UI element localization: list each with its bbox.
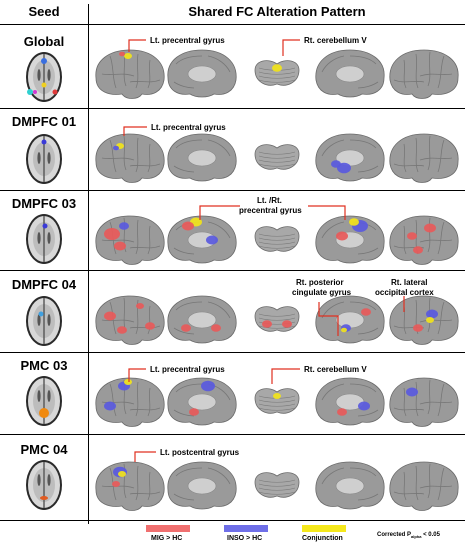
- seed-slice-pmc03: [26, 376, 62, 426]
- seed-slice-global: [26, 52, 62, 102]
- brain-row-dmpfc04: [95, 295, 459, 345]
- region-label: Rt. posterior: [296, 278, 344, 287]
- seed-label: DMPFC 03: [11, 196, 77, 211]
- legend: MIG > HC INSO > HC Conjunction: [0, 525, 465, 543]
- row-divider: [0, 520, 465, 521]
- column-divider: [88, 4, 89, 524]
- region-label: Lt. precentral gyrus: [150, 365, 225, 374]
- legend-swatch-mig: [146, 525, 190, 532]
- legend-label-inso: INSO > HC: [227, 535, 263, 542]
- legend-label-mig: MIG > HC: [151, 535, 183, 542]
- region-label: precentral gyrus: [239, 206, 302, 215]
- region-label: Rt. cerebellum V: [304, 36, 367, 45]
- legend-swatch-conjunction: [302, 525, 346, 532]
- row-divider: [0, 352, 465, 353]
- seed-label: DMPFC 01: [11, 114, 77, 129]
- seed-label: Global: [23, 34, 65, 49]
- row-divider: [0, 190, 465, 191]
- brain-row-dmpfc01: [95, 133, 459, 183]
- brain-row-dmpfc03: [95, 215, 459, 265]
- brain-row-pmc03: [95, 377, 459, 427]
- region-label: Lt. precentral gyrus: [150, 36, 225, 45]
- seed-label: DMPFC 04: [11, 277, 77, 292]
- region-label: occipital cortex: [375, 288, 434, 297]
- header-divider: [0, 24, 465, 25]
- pattern-column-header: Shared FC Alteration Pattern: [188, 3, 366, 19]
- seed-slice-dmpfc03: [26, 214, 62, 264]
- row-divider: [0, 434, 465, 435]
- legend-label-conjunction: Conjunction: [302, 535, 343, 542]
- region-label: cingulate gyrus: [292, 288, 352, 297]
- region-label: Rt. cerebellum V: [304, 365, 367, 374]
- seed-slice-pmc04: [26, 460, 62, 510]
- seed-slice-dmpfc01: [26, 134, 62, 184]
- brain-row-global: [95, 49, 459, 99]
- row-divider: [0, 270, 465, 271]
- brain-row-pmc04: [95, 461, 459, 511]
- seed-label: PMC 04: [20, 442, 68, 457]
- seed-label: PMC 03: [20, 358, 68, 373]
- region-label: Lt. /Rt.: [257, 196, 282, 205]
- region-label: Rt. lateral: [391, 278, 428, 287]
- row-divider: [0, 108, 465, 109]
- seed-slice-dmpfc04: [26, 296, 62, 346]
- region-label: Lt. postcentral gyrus: [160, 448, 240, 457]
- legend-swatch-inso: [224, 525, 268, 532]
- region-label: Lt. precentral gyrus: [151, 123, 226, 132]
- correction-note: Corrected Palpha < 0.05: [377, 532, 440, 540]
- seed-column-header: Seed: [28, 3, 60, 19]
